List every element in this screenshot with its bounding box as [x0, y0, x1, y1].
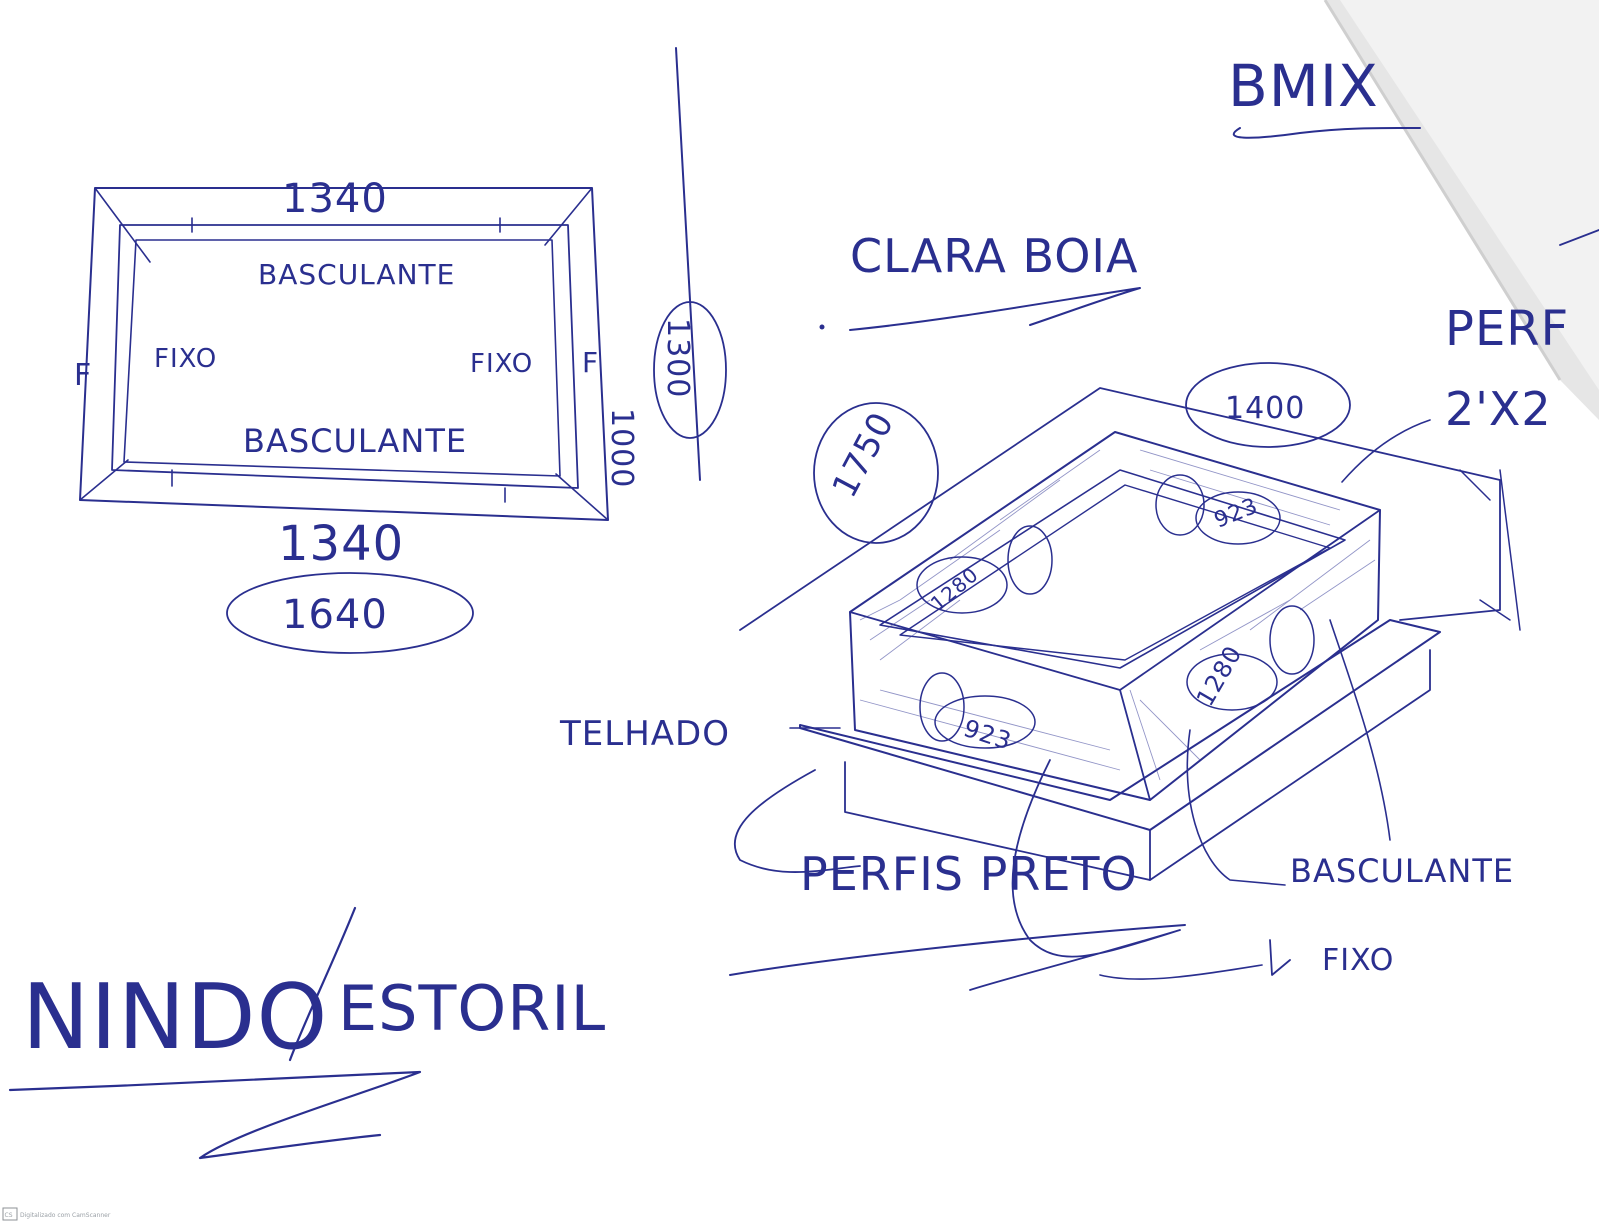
left-height-total: 1300: [660, 318, 695, 398]
left-right-panel: FIXO: [470, 349, 533, 379]
left-edge-mark-left: F: [74, 358, 92, 393]
skylight-panel-height-a: 923: [1211, 494, 1262, 534]
skylight-panel-height-b: 923: [960, 714, 1015, 756]
corner-notes: BMIX PERF 2'X2: [1228, 52, 1599, 436]
client-block: NINDO ESTORIL: [8, 906, 606, 1160]
left-top-panel: BASCULANTE: [258, 258, 455, 291]
skylight-panel-length-a: 1280: [926, 562, 983, 616]
skylight-drawing: CLARA BOIA: [559, 229, 1521, 991]
scanner-badge: CS: [5, 1212, 13, 1219]
skylight-side-label: BASCULANTE: [1290, 852, 1514, 890]
left-width-total: 1640: [282, 592, 388, 638]
client-name: NINDO: [22, 965, 328, 1070]
left-left-panel: FIXO: [154, 344, 217, 374]
skylight-roof-label: TELHADO: [559, 714, 730, 754]
skylight-title: CLARA BOIA: [850, 229, 1138, 283]
divider-line: [675, 47, 701, 481]
skylight-fixed-label: FIXO: [1322, 943, 1394, 978]
scanner-text: Digitalizado com CamScanner: [20, 1212, 111, 1219]
left-width-bottom: 1340: [278, 516, 404, 572]
corner-note-profile: PERF: [1445, 301, 1569, 357]
scanner-stamp: CS Digitalizado com CamScanner: [2, 1207, 111, 1221]
skylight-dim-width: 1400: [1225, 391, 1305, 426]
left-height-inner: 1000: [604, 408, 639, 488]
skylight-panel-length-b: 1280: [1191, 641, 1248, 711]
scanner-badge-icon: [2, 1207, 18, 1221]
left-bottom-panel: BASCULANTE: [243, 422, 467, 460]
client-location: ESTORIL: [338, 972, 606, 1045]
pen-dot: [819, 324, 825, 330]
corner-note-bmix: BMIX: [1228, 52, 1379, 120]
left-edge-mark-right: F: [582, 346, 599, 379]
skylight-profile-label: PERFIS PRETO: [800, 847, 1138, 901]
left-width-top: 1340: [282, 176, 388, 222]
page-fold-shadow: [1323, 0, 1599, 420]
corner-note-section: 2'X2: [1445, 382, 1552, 436]
left-window-drawing: 1340 1340 1640 BASCULANTE BASCULANTE FIX…: [74, 176, 727, 654]
